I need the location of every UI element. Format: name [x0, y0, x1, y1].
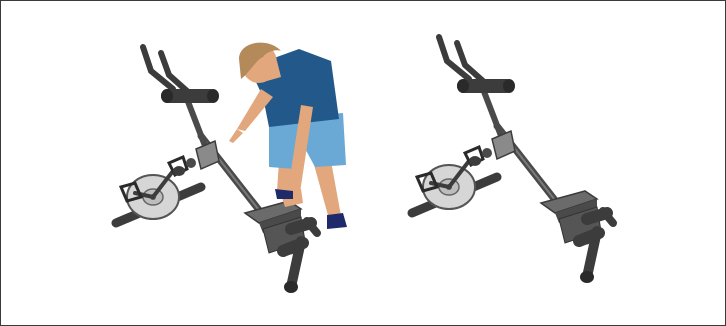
right-panel-bike	[412, 37, 613, 283]
person-illustration	[229, 43, 347, 229]
